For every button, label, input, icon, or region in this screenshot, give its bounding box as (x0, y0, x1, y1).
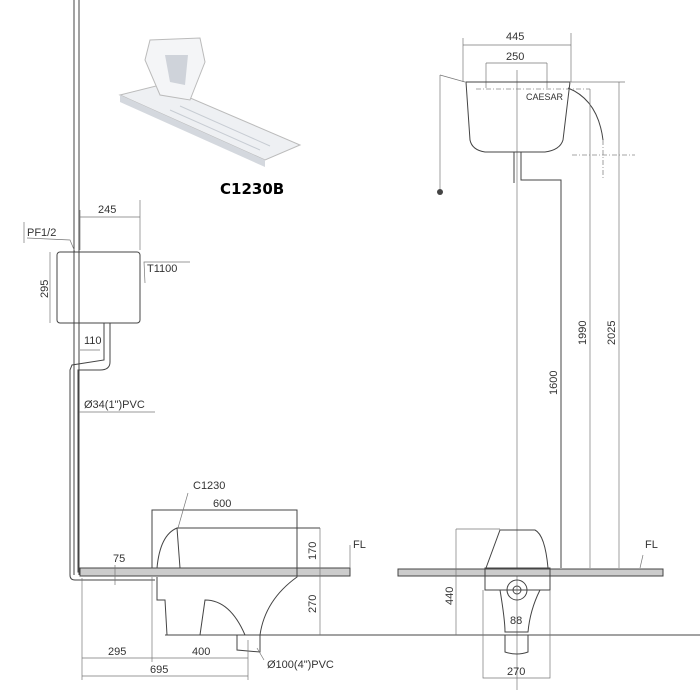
front-view (390, 33, 664, 690)
pan-width-dim: 270 (507, 666, 525, 678)
tank-label: T1100 (147, 263, 177, 275)
tank-width-dim: 245 (98, 204, 116, 216)
brand-label: CAESAR (526, 92, 564, 102)
product-render (118, 37, 302, 167)
floor-label-left: FL (353, 539, 366, 551)
pan-label: C1230 (193, 480, 225, 492)
tank-inner-width-dim: 250 (506, 51, 524, 63)
tank-width-dim-front: 445 (506, 31, 524, 43)
outlet-offset-dim: 110 (84, 335, 102, 347)
tank-top-height-dim: 2025 (606, 321, 618, 345)
floor-label-right: FL (645, 539, 658, 551)
pipe-offset-dim: 75 (113, 553, 125, 565)
flush-pipe-label: Ø34(1")PVC (84, 399, 145, 411)
pan-depth-dim: 270 (307, 595, 319, 613)
pipe-height-dim: 1600 (548, 371, 560, 395)
wall-to-drain-dim: 695 (150, 664, 168, 676)
tank-mid-height-dim: 1990 (577, 321, 589, 345)
inlet-label: PF1/2 (27, 227, 56, 239)
drain-pipe-label: Ø100(4")PVC (267, 659, 334, 671)
drain-diameter-dim: 88 (510, 615, 522, 627)
product-model: C1230B (220, 180, 284, 198)
pan-to-drain-dim: 400 (192, 646, 210, 658)
tank-height-dim: 295 (39, 280, 51, 298)
pan-depth-dim-front: 440 (444, 587, 456, 605)
pan-length-dim: 600 (213, 498, 231, 510)
wall-to-pan-dim: 295 (108, 646, 126, 658)
pan-height-dim: 170 (307, 542, 319, 560)
